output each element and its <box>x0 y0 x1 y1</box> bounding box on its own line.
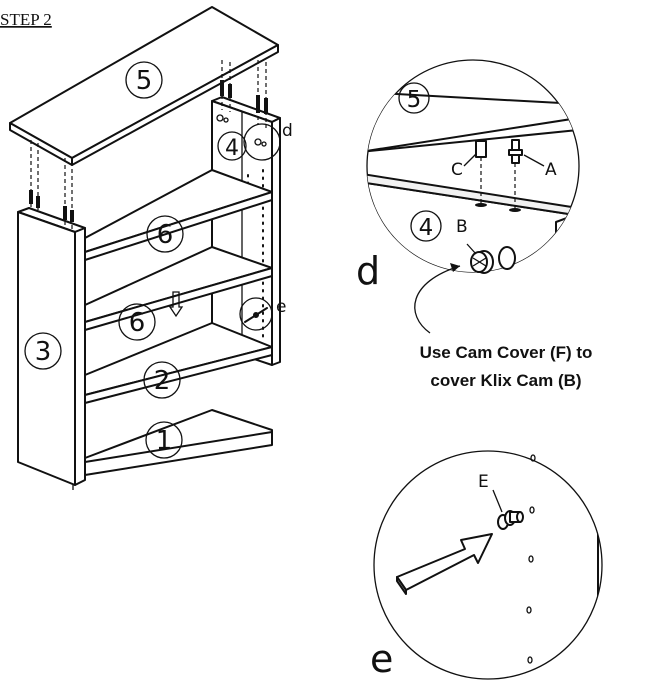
part-1-circle <box>145 421 183 459</box>
callout-e-circle <box>239 297 273 331</box>
detail-d-title: d <box>356 249 380 293</box>
note-line-2: cover Klix Cam (B) <box>430 371 581 390</box>
label-c: C <box>451 160 463 180</box>
cam-hole <box>261 141 267 147</box>
dowel-c <box>475 140 487 158</box>
base-top-line <box>84 431 273 463</box>
part-4-label: 4 <box>225 136 239 161</box>
detail-part-4-circle <box>410 210 442 242</box>
detail-part-5-label: 5 <box>407 87 422 113</box>
part-2-circle <box>143 361 181 399</box>
leader-arrow <box>414 265 461 334</box>
connectors <box>29 60 268 232</box>
detail-top-panel <box>367 91 579 153</box>
detail-part-4-label: 4 <box>419 215 434 241</box>
step-title: STEP 2 <box>0 10 52 29</box>
cam-hole <box>223 117 229 123</box>
shelf-pin-head <box>253 312 259 318</box>
part-6-upper-label: 6 <box>157 220 174 250</box>
callout-d-circle <box>243 123 281 161</box>
part-5-circle <box>125 61 163 99</box>
part-3-label: 3 <box>35 337 52 367</box>
insert-arrow-icon <box>396 533 493 591</box>
cam-hole <box>216 114 224 122</box>
cam-hole <box>254 138 262 146</box>
bookcase-illustration: 5 4 6 6 3 2 1 d e <box>9 6 293 490</box>
shelf-pin-holes <box>526 454 536 664</box>
part-6-lower-label: 6 <box>129 308 146 338</box>
down-arrow-icon <box>168 291 184 318</box>
detail-d: 5 4 C A B d Use Cam Cover (F) to cover K… <box>356 59 593 390</box>
base-front-face <box>84 409 273 476</box>
label-b: B <box>456 217 468 237</box>
callout-e-label: e <box>276 297 286 317</box>
label-e: E <box>478 472 489 492</box>
callout-d-label: d <box>282 121 293 141</box>
note-line-1: Use Cam Cover (F) to <box>420 343 593 362</box>
part-6-lower-circle <box>118 303 156 341</box>
part-2-label: 2 <box>154 366 171 396</box>
detail-part-5-circle <box>398 82 430 114</box>
detail-e-title: e <box>370 637 393 681</box>
cam-hole <box>498 246 516 270</box>
part-4-circle <box>217 131 247 161</box>
part-5-label: 5 <box>136 66 153 96</box>
label-a: A <box>545 160 557 180</box>
left-side-front-edge <box>74 227 86 486</box>
cam-bolt-a <box>511 154 520 164</box>
part-3-circle <box>24 332 62 370</box>
right-side-front-edge <box>271 117 281 366</box>
shelf-pin-e <box>497 510 524 530</box>
part-1-label: 1 <box>156 426 173 456</box>
detail-e: E e <box>370 450 603 681</box>
part-6-upper-circle <box>146 215 184 253</box>
detail-e-circle <box>373 450 603 680</box>
